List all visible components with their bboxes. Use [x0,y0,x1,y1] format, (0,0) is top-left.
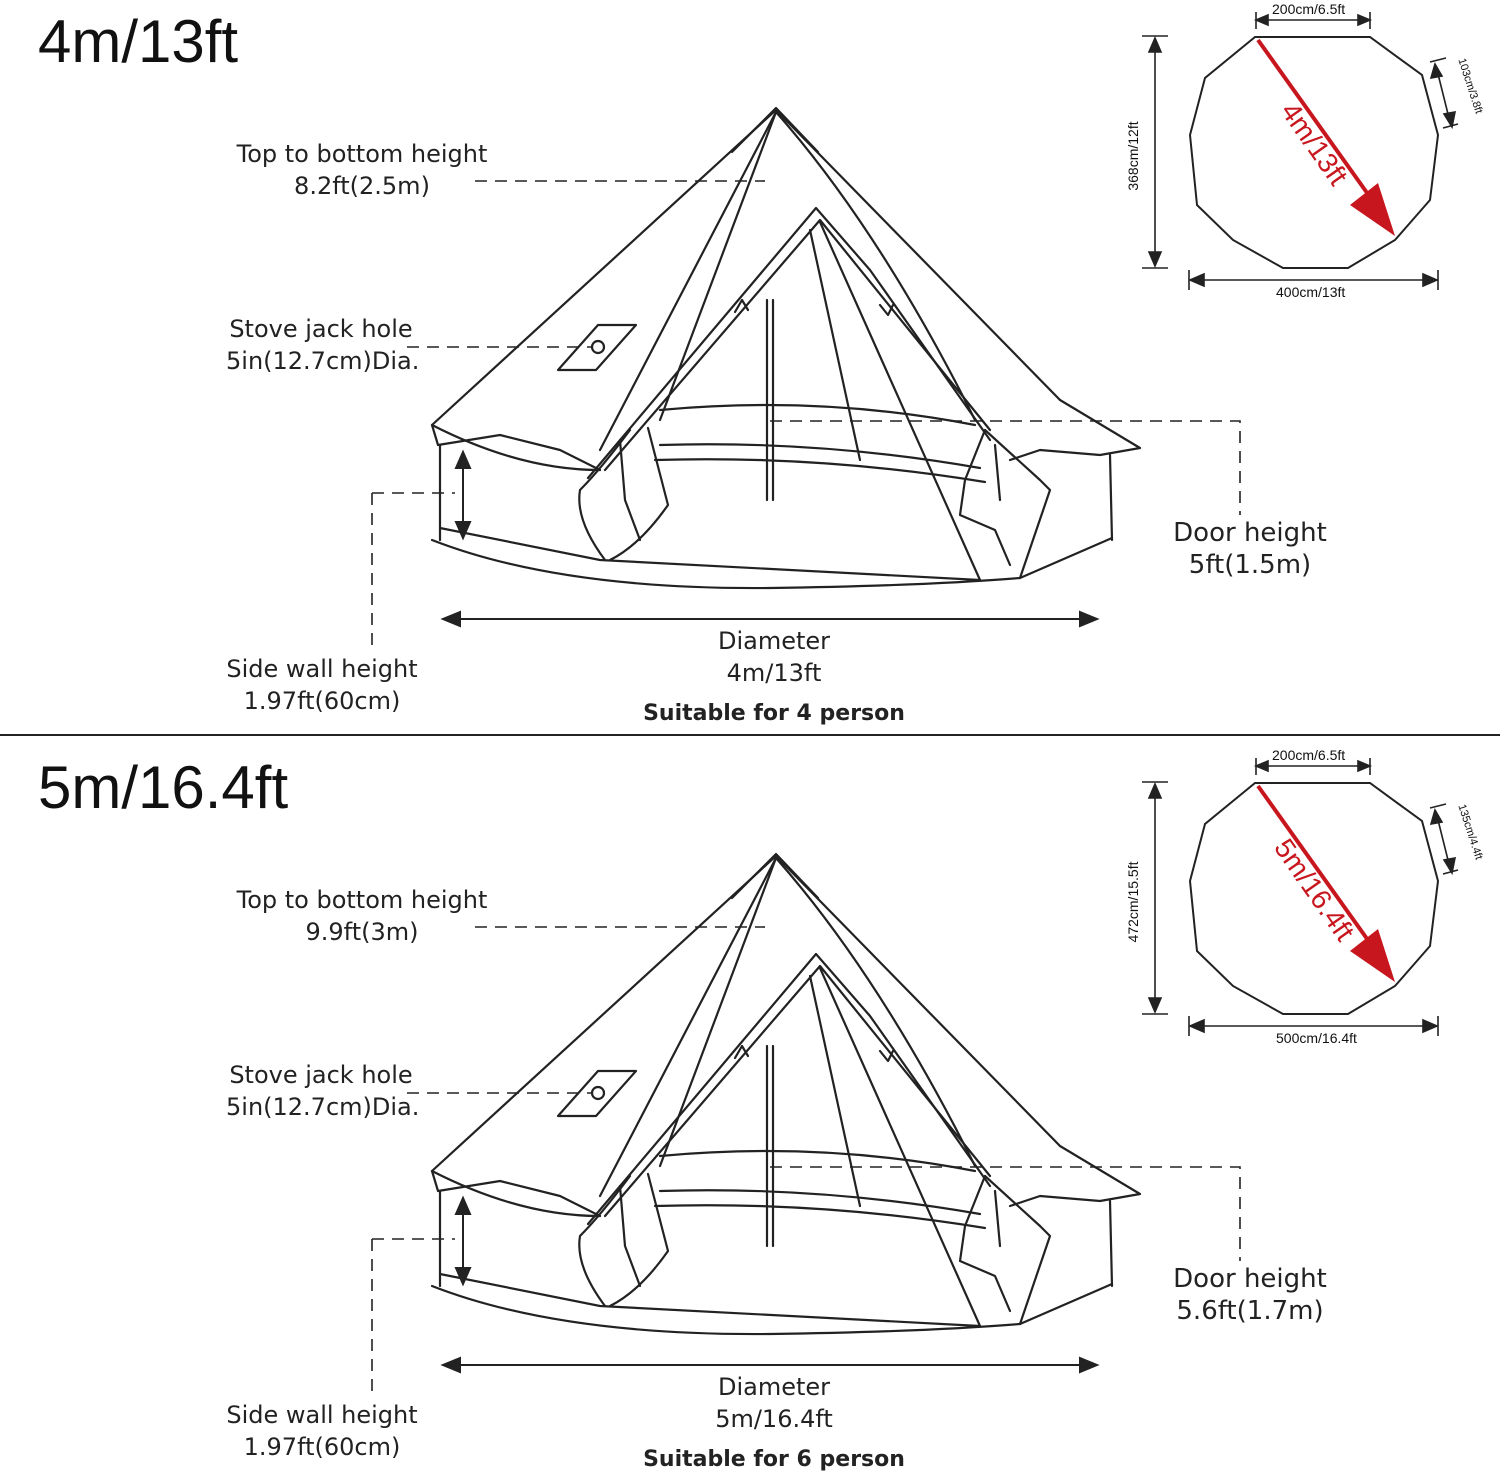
diameter-label: Diameter 5m/16.4ft [715,1373,833,1433]
stove-jack-label: Stove jack hole 5in(12.7cm)Dia. [226,1061,420,1121]
plan-width-dim: 400cm/13ft [1276,284,1346,300]
size-title: 5m/16.4ft [38,754,289,821]
side-wall-label: Side wall height 1.97ft(60cm) [226,1401,418,1461]
capacity-label: Suitable for 4 person [643,701,905,726]
stove-jack-label: Stove jack hole 5in(12.7cm)Dia. [226,315,420,375]
tent-panel-4m: 4m/13ft Top to bottom height 8.2ft(2.5m)… [0,0,1500,737]
top-height-label: Top to bottom height 8.2ft(2.5m) [236,140,488,200]
plan-width-dim: 500cm/16.4ft [1276,1030,1357,1046]
diagonal-arrow [1256,38,1395,236]
diameter-label: Diameter 4m/13ft [717,627,831,687]
plan-top-dim: 200cm/6.5ft [1272,747,1346,763]
panel-divider [0,734,1500,736]
plan-height-dim: 472cm/15.5ft [1125,861,1141,943]
capacity-label: Suitable for 6 person [643,1447,905,1472]
diagonal-arrow [1256,784,1395,982]
door-height-label: Door height 5.6ft(1.7m) [1173,1264,1327,1326]
plan-top-dim: 200cm/6.5ft [1272,1,1346,17]
tent-panel-5m: 5m/16.4ft Top to bottom height 9.9ft(3m)… [0,746,1500,1483]
door-height-label: Door height 5ft(1.5m) [1173,518,1327,580]
plan-height-dim: 368cm/12ft [1125,121,1141,191]
size-title: 4m/13ft [38,8,239,75]
side-wall-label: Side wall height 1.97ft(60cm) [226,655,418,715]
top-height-label: Top to bottom height 9.9ft(3m) [236,886,488,946]
tent-drawing-5m [371,758,1459,1396]
tent-drawing-4m [371,12,1459,650]
